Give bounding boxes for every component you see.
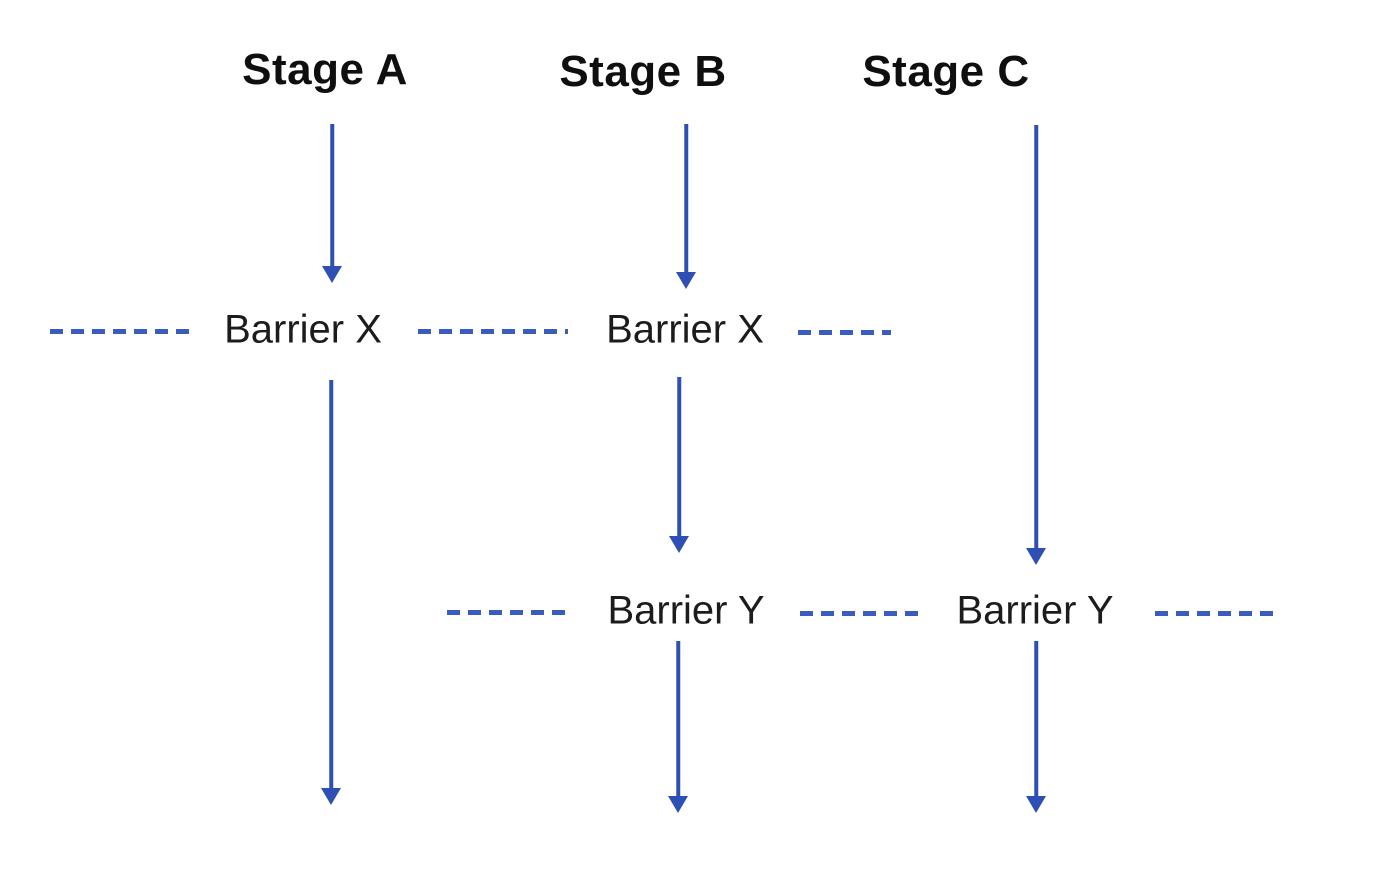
stage-c-label: Stage C [862,47,1030,96]
stage-b-arrow-middle-icon [669,377,689,553]
stage-a-arrow-bottom-icon [321,380,341,805]
stage-b-label: Stage B [559,47,727,96]
barrier-x-label-stage-b: Barrier X [606,307,764,352]
barrier-y-dash-left [447,610,573,615]
stage-a-label: Stage A [242,45,408,94]
barrier-x-dash-right [798,330,891,335]
barrier-x-dash-left [50,329,191,334]
stage-b-arrow-top-icon [676,124,696,289]
barrier-y-dash-right [1155,611,1281,616]
stage-a-arrow-top-icon [322,124,342,283]
barrier-y-label-stage-b: Barrier Y [607,588,765,633]
barrier-x-label-stage-a: Barrier X [224,307,382,352]
barrier-y-label-stage-c: Barrier Y [956,588,1114,633]
stage-c-arrow-top-icon [1026,125,1046,565]
barrier-y-dash-middle [800,611,926,616]
stage-c-arrow-bottom-icon [1026,641,1046,813]
stage-b-arrow-bottom-icon [668,641,688,813]
barrier-x-dash-middle [418,329,568,334]
